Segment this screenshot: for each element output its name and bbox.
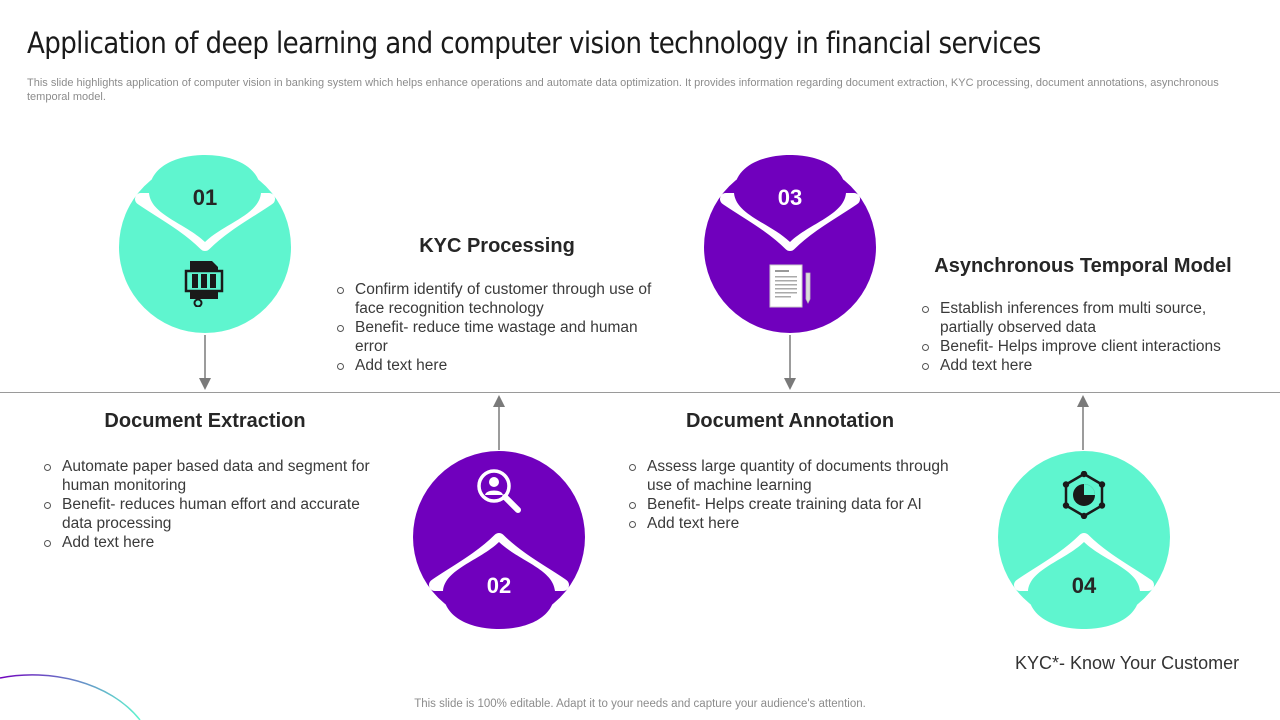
bullet-item: Benefit- Helps create training data for … <box>629 495 949 514</box>
step-badge-04: 04 <box>994 449 1174 629</box>
step-heading-asynchronous-temporal-model: Asynchronous Temporal Model <box>934 255 1232 277</box>
bullet-item: Benefit- reduce time wastage and human e… <box>337 318 672 356</box>
arrow-up-icon <box>1077 395 1089 450</box>
step-heading-document-annotation: Document Annotation <box>685 410 895 432</box>
bullet-item: Establish inferences from multi source, … <box>922 299 1252 337</box>
timeline-line <box>0 392 1280 393</box>
step-heading-document-extraction: Document Extraction <box>104 410 306 432</box>
face-recognition-icon <box>477 469 521 513</box>
arrow-down-icon <box>784 335 796 390</box>
step-number: 04 <box>1071 573 1097 598</box>
network-chart-icon <box>1062 471 1106 519</box>
footer-text: This slide is 100% editable. Adapt it to… <box>414 698 866 710</box>
kyc-footnote: KYC*- Know Your Customer <box>1015 653 1240 673</box>
step-badge-03: 03 <box>700 155 880 335</box>
bullet-item: Benefit- Helps improve client interactio… <box>922 337 1252 356</box>
bullet-item: Automate paper based data and segment fo… <box>44 457 374 495</box>
page-subtitle: This slide highlights application of com… <box>27 77 1219 103</box>
step-bullets-kyc-processing: Confirm identify of customer through use… <box>337 280 672 375</box>
arrow-up-icon <box>493 395 505 450</box>
step-heading-kyc-processing: KYC Processing <box>419 235 575 257</box>
step-badge-02: 02 <box>409 449 589 629</box>
page-title: Application of deep learning and compute… <box>27 26 1041 60</box>
bullet-item: Assess large quantity of documents throu… <box>629 457 949 495</box>
badge-shape <box>704 155 876 333</box>
step-badge-01: 01 <box>115 155 295 335</box>
badge-shape <box>998 451 1170 629</box>
bullet-item: Confirm identify of customer through use… <box>337 280 672 318</box>
step-bullets-document-extraction: Automate paper based data and segment fo… <box>44 457 374 552</box>
document-data-icon <box>184 261 224 307</box>
badge-shape <box>119 155 291 333</box>
arrow-down-icon <box>199 335 211 390</box>
badge-shape <box>413 451 585 629</box>
step-number: 01 <box>192 185 218 210</box>
bullet-item: Add text here <box>922 356 1252 375</box>
document-annotation-icon <box>769 264 811 308</box>
bullet-item: Add text here <box>629 514 949 533</box>
bullet-item: Add text here <box>44 533 374 552</box>
step-number: 03 <box>777 185 803 210</box>
decorative-arc <box>0 674 141 720</box>
bullet-item: Benefit- reduces human effort and accura… <box>44 495 374 533</box>
step-number: 02 <box>486 573 512 598</box>
bullet-item: Add text here <box>337 356 672 375</box>
step-bullets-document-annotation: Assess large quantity of documents throu… <box>629 457 949 533</box>
step-bullets-asynchronous-temporal-model: Establish inferences from multi source, … <box>922 299 1252 375</box>
